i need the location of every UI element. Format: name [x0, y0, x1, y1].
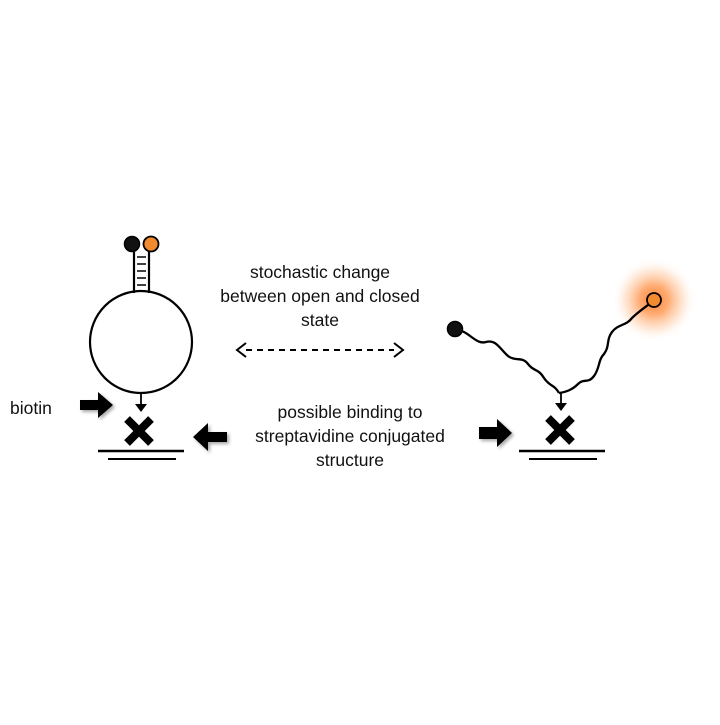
fluorophore-dot	[142, 235, 160, 253]
equilibrium-arrow	[235, 342, 405, 358]
linker-arrowhead	[135, 404, 147, 412]
label-line: between open and closed	[220, 286, 420, 306]
x-cross-icon-open	[545, 415, 575, 445]
binding-arrow-right	[479, 419, 512, 447]
closed-beacon	[88, 235, 194, 460]
quencher-dot	[123, 235, 141, 253]
binding-arrow-left	[193, 423, 227, 451]
quencher-dot-open	[446, 320, 464, 338]
binding-label: possible binding to streptavidine conjug…	[215, 400, 485, 472]
open-beacon	[446, 258, 696, 460]
label-line: state	[301, 310, 339, 330]
stochastic-change-label: stochastic change between open and close…	[170, 260, 470, 332]
label-line: structure	[315, 450, 385, 470]
open-strand-right	[558, 301, 653, 395]
block-arrow-icon	[80, 392, 113, 418]
linker-open-arrowhead	[555, 403, 567, 411]
open-strand-left	[455, 327, 561, 394]
label-line: stochastic change	[249, 262, 391, 282]
stem-base-pairs	[137, 256, 146, 286]
biotin-label: biotin	[10, 398, 52, 418]
label-line: possible binding to	[277, 402, 423, 422]
x-cross-icon	[124, 416, 154, 446]
label-line: streptavidine conjugated	[255, 426, 445, 446]
fluorophore-dot-open	[646, 292, 662, 308]
